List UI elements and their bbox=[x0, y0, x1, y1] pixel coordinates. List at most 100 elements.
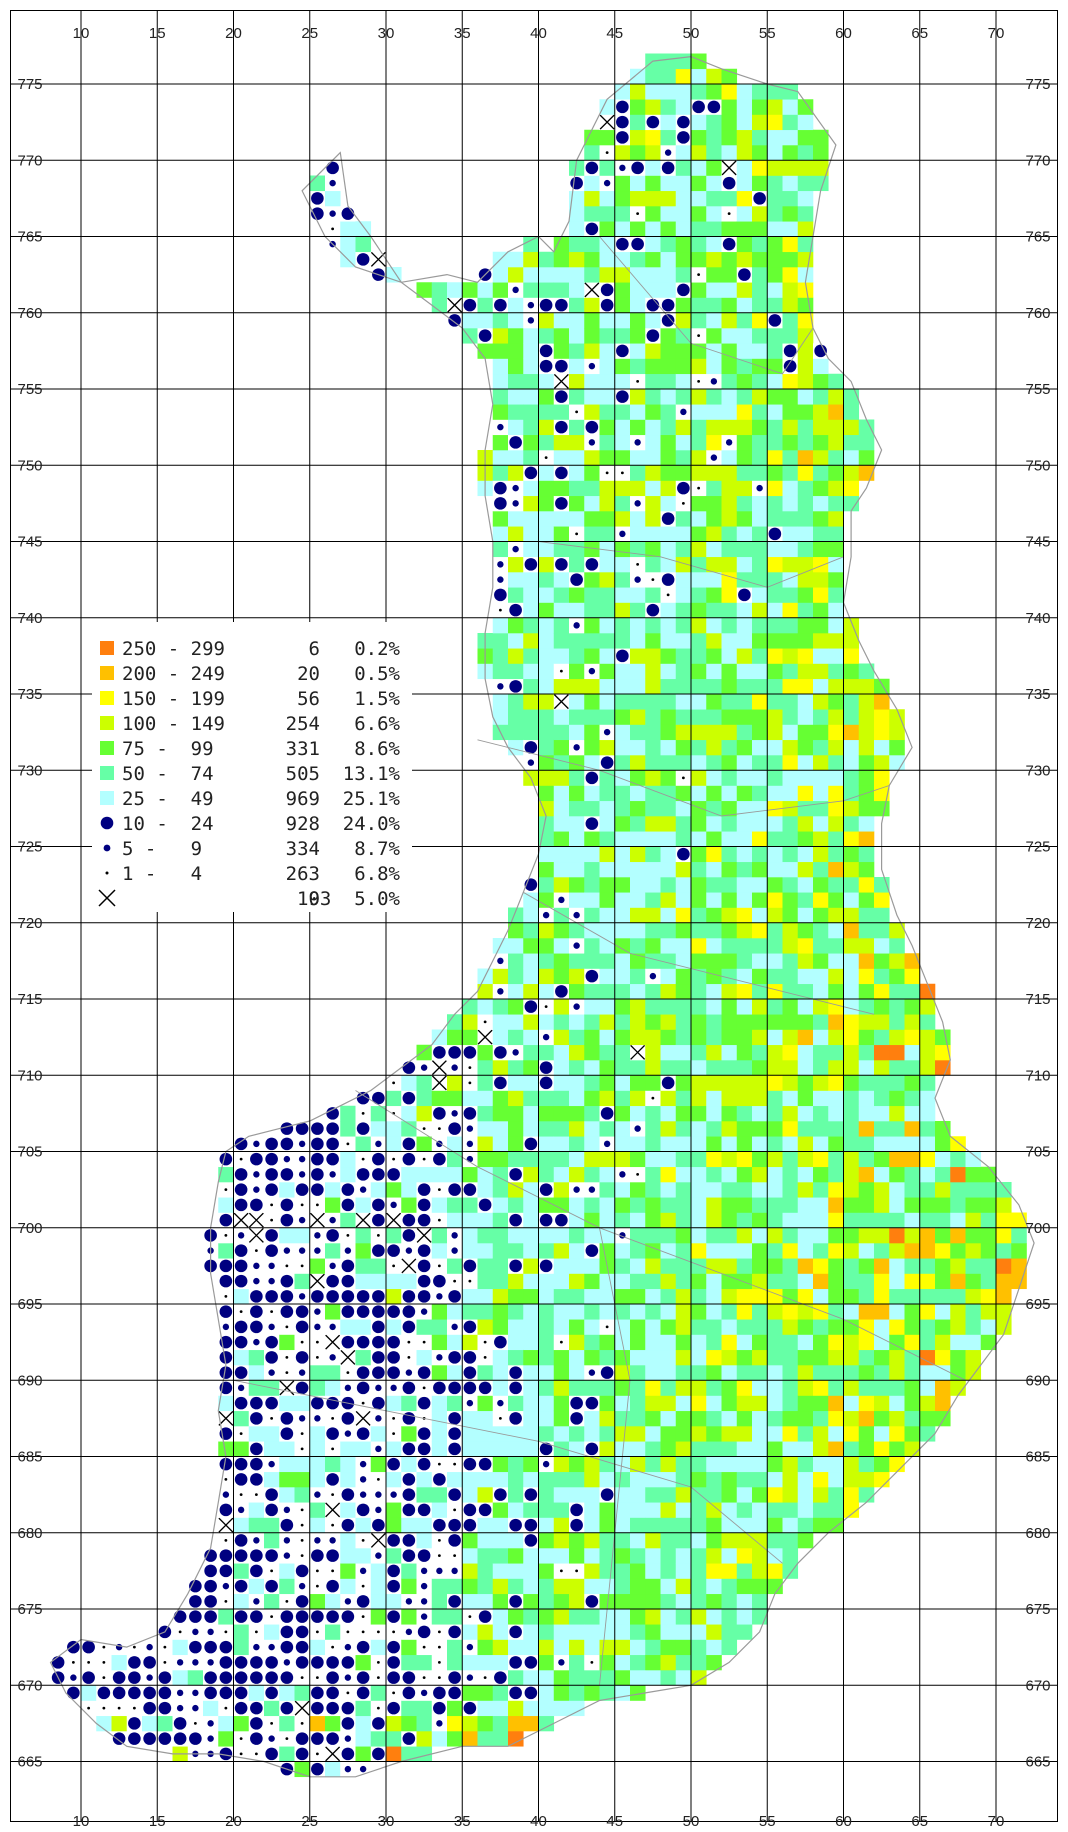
grid-cell bbox=[889, 1029, 905, 1046]
grid-cell bbox=[599, 907, 616, 924]
grid-cell bbox=[874, 1258, 890, 1274]
medium-dot-marker bbox=[146, 1674, 153, 1681]
grid-cell bbox=[782, 663, 799, 680]
grid-cell bbox=[691, 1121, 707, 1137]
grid-cell bbox=[858, 846, 875, 863]
grid-cell bbox=[355, 1731, 372, 1747]
grid-cell bbox=[874, 1060, 890, 1076]
large-dot-marker bbox=[250, 1152, 263, 1166]
grid-cell bbox=[553, 1380, 570, 1396]
grid-cell bbox=[874, 953, 890, 969]
grid-cell bbox=[431, 1334, 448, 1351]
grid-cell bbox=[675, 1014, 692, 1030]
grid-cell bbox=[843, 480, 860, 497]
grid-cell bbox=[172, 1670, 189, 1686]
grid-cell bbox=[782, 953, 799, 969]
grid-cell bbox=[691, 1273, 707, 1290]
grid-cell bbox=[843, 755, 860, 771]
grid-cell bbox=[691, 739, 707, 756]
large-dot-marker bbox=[387, 1305, 400, 1318]
grid-cell bbox=[797, 1487, 814, 1503]
large-dot-marker bbox=[433, 1473, 446, 1486]
grid-cell bbox=[889, 1151, 905, 1168]
grid-cell bbox=[721, 1563, 738, 1579]
grid-cell bbox=[736, 1166, 753, 1183]
medium-dot-marker bbox=[375, 1491, 382, 1498]
grid-cell bbox=[782, 694, 799, 710]
grid-cell bbox=[233, 1563, 250, 1579]
grid-cell bbox=[523, 1593, 539, 1610]
grid-cell bbox=[508, 1471, 524, 1488]
grid-cell bbox=[599, 1685, 616, 1701]
grid-cell bbox=[843, 724, 860, 741]
grid-cell bbox=[630, 1304, 646, 1320]
grid-cell bbox=[828, 617, 844, 634]
large-dot-marker bbox=[417, 1198, 431, 1212]
large-dot-marker bbox=[402, 1305, 416, 1318]
grid-cell bbox=[538, 465, 555, 481]
grid-cell bbox=[508, 1700, 524, 1717]
grid-cell bbox=[660, 892, 677, 908]
medium-dot-marker bbox=[420, 1567, 428, 1575]
large-dot-marker bbox=[555, 466, 568, 480]
grid-cell bbox=[736, 968, 753, 985]
grid-cell bbox=[752, 1105, 768, 1122]
small-dot-marker bbox=[285, 1325, 289, 1329]
grid-cell bbox=[492, 1685, 509, 1701]
grid-cell bbox=[218, 1243, 234, 1259]
grid-cell bbox=[569, 389, 585, 405]
small-dot-marker bbox=[620, 471, 624, 475]
grid-cell bbox=[797, 1060, 814, 1076]
grid-cell bbox=[538, 755, 555, 771]
grid-cell bbox=[477, 1517, 494, 1534]
grid-cell bbox=[492, 389, 509, 405]
grid-cell bbox=[477, 282, 494, 298]
small-dot-marker bbox=[376, 1630, 380, 1634]
grid-cell bbox=[599, 1517, 616, 1534]
grid-cell bbox=[691, 800, 707, 817]
grid-cell bbox=[599, 861, 616, 878]
small-dot-marker bbox=[239, 1432, 243, 1436]
grid-cell bbox=[569, 1273, 585, 1290]
large-dot-marker bbox=[433, 1686, 446, 1700]
grid-cell bbox=[675, 800, 692, 817]
grid-cell bbox=[843, 892, 860, 908]
large-dot-marker bbox=[219, 1457, 233, 1471]
grid-cell bbox=[691, 633, 707, 649]
grid-cell bbox=[538, 1121, 555, 1137]
grid-cell bbox=[340, 1319, 356, 1335]
grid-cell bbox=[782, 1365, 799, 1381]
grid-cell bbox=[553, 922, 570, 939]
grid-cell bbox=[630, 419, 646, 436]
y-tick-label-right: 730 bbox=[1025, 762, 1050, 779]
grid-cell bbox=[660, 1410, 677, 1427]
grid-cell bbox=[736, 99, 753, 115]
grid-cell bbox=[645, 709, 661, 725]
grid-cell bbox=[187, 1670, 204, 1686]
grid-cell bbox=[645, 1471, 661, 1488]
grid-cell bbox=[782, 1029, 799, 1046]
grid-cell bbox=[584, 739, 600, 756]
grid-cell bbox=[538, 1151, 555, 1168]
grid-cell bbox=[614, 495, 631, 512]
grid-cell bbox=[538, 938, 555, 954]
grid-cell bbox=[736, 739, 753, 756]
large-dot-marker bbox=[326, 1671, 339, 1684]
grid-cell bbox=[843, 999, 860, 1015]
small-dot-marker bbox=[681, 501, 685, 505]
medium-dot-marker bbox=[268, 1323, 275, 1331]
grid-cell bbox=[813, 1243, 829, 1259]
grid-cell bbox=[614, 602, 631, 619]
grid-cell bbox=[553, 648, 570, 664]
small-dot-marker bbox=[331, 1416, 335, 1420]
x-tick-label-top: 40 bbox=[530, 25, 547, 42]
grid-cell bbox=[813, 617, 829, 634]
grid-cell bbox=[706, 1304, 722, 1320]
grid-cell bbox=[569, 1075, 585, 1091]
grid-cell bbox=[843, 1197, 860, 1213]
grid-cell bbox=[767, 480, 783, 497]
large-dot-marker bbox=[494, 1046, 507, 1059]
grid-cell bbox=[797, 1426, 814, 1442]
grid-cell bbox=[477, 1304, 494, 1320]
small-dot-marker bbox=[361, 1630, 365, 1634]
